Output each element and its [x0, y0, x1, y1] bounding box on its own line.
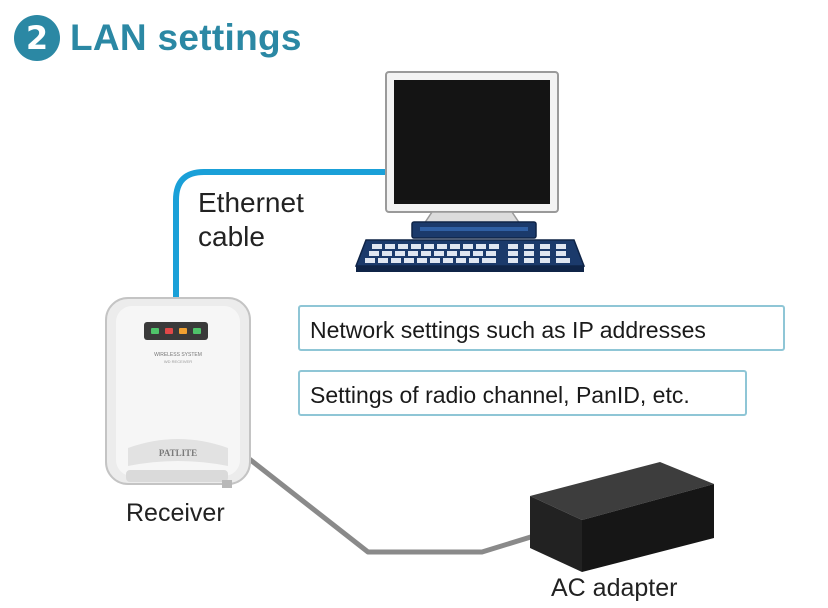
- section-heading: 2 LAN settings: [14, 12, 302, 64]
- ac-adapter-icon: [530, 462, 714, 572]
- receiver-brand-logo: PATLITE: [159, 448, 197, 458]
- receiver-label: Receiver: [126, 499, 225, 527]
- network-settings-note: Network settings such as IP addresses: [298, 305, 785, 351]
- page-title: LAN settings: [70, 17, 302, 58]
- ethernet-cable-label-line2: cable: [198, 221, 265, 252]
- receiver-model-text: WIRELESS SYSTEM: [154, 352, 202, 358]
- receiver-model-subtext: WD RECEIVER: [164, 359, 192, 364]
- ethernet-cable-label-line1: Ethernet: [198, 187, 304, 218]
- power-cable: [246, 456, 561, 555]
- computer-monitor-icon: [385, 71, 559, 239]
- step-number-badge: 2: [14, 15, 60, 61]
- ethernet-cable: [173, 169, 395, 301]
- receiver-device-icon: [105, 297, 251, 488]
- ac-adapter-label: AC adapter: [551, 574, 678, 602]
- keyboard-icon: [354, 239, 586, 272]
- ethernet-cable-label: Ethernet cable: [198, 186, 358, 254]
- radio-settings-note: Settings of radio channel, PanID, etc.: [298, 370, 747, 416]
